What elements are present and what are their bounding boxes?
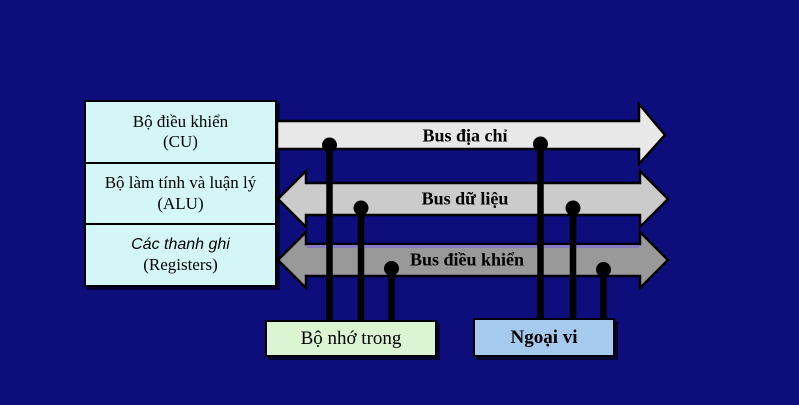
cpu-box: Bộ điều khiển (CU) Bộ làm tính và luận l… [84, 100, 277, 287]
cpu-section-registers: Các thanh ghi (Registers) [86, 225, 275, 285]
cpu-section-alu: Bộ làm tính và luận lý (ALU) [86, 164, 275, 226]
junction-dot-data-memory [353, 200, 369, 216]
junction-dot-control-memory [384, 261, 399, 276]
peripheral-label: Ngoại vi [510, 326, 578, 348]
junction-dot-address-peripheral [533, 136, 548, 152]
data-bus-label: Bus dữ liệu [421, 188, 509, 209]
address-bus-arrow [275, 100, 667, 168]
alu-abbrev: (ALU) [157, 194, 204, 213]
address-bus-label: Bus địa chỉ [422, 125, 508, 146]
registers-label: Các thanh ghi [131, 235, 230, 253]
control-unit-abbrev: (CU) [163, 132, 198, 152]
control-bus-label: Bus điều khiển [409, 249, 525, 270]
memory-box: Bộ nhớ trong [265, 320, 437, 357]
control-unit-label: Bộ điều khiển [132, 111, 229, 131]
junction-dot-address-memory [322, 137, 337, 153]
alu-label: Bộ làm tính và luận lý [104, 173, 257, 193]
registers-abbrev: (Registers) [143, 255, 218, 275]
cpu-section-control-unit: Bộ điều khiển (CU) [86, 102, 275, 164]
peripheral-box: Ngoại vi [473, 318, 615, 357]
junction-dot-control-peripheral [596, 262, 611, 277]
memory-label: Bộ nhớ trong [300, 327, 402, 349]
junction-dot-data-peripheral [565, 200, 581, 216]
